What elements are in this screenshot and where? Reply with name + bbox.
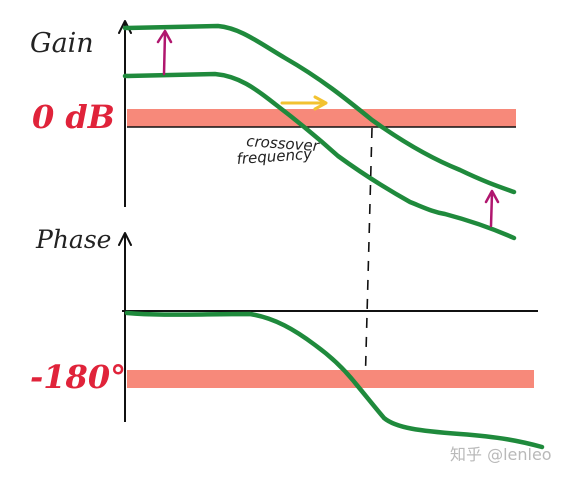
gain-axis-label: Gain [30,28,94,59]
crossover-dashed-guide [364,127,373,391]
gain-plot: Gain 0 dB crossover frequency [30,20,517,241]
crossover-shift-arrow [280,95,328,111]
phase-axis-label: Phase [35,225,111,254]
phase-axis-arrowhead [118,232,132,246]
watermark: 知乎 @lenleo [450,445,552,464]
zero-db-label: 0 dB [32,98,115,136]
gain-curve-shifted [122,23,517,195]
minus-180-band [127,370,534,388]
zero-db-band [127,109,516,127]
minus-180-label: -180° [30,358,126,396]
gain-curve-original [122,71,517,241]
phase-plot: Phase -180° [30,225,545,450]
phase-curve [124,310,545,450]
gain-shift-arrow-left [156,29,173,76]
crossover-frequency-label-line1: crossover [246,132,321,155]
crossover-frequency-label-line2: frequency [236,145,314,168]
gain-shift-arrow-right [484,189,500,228]
